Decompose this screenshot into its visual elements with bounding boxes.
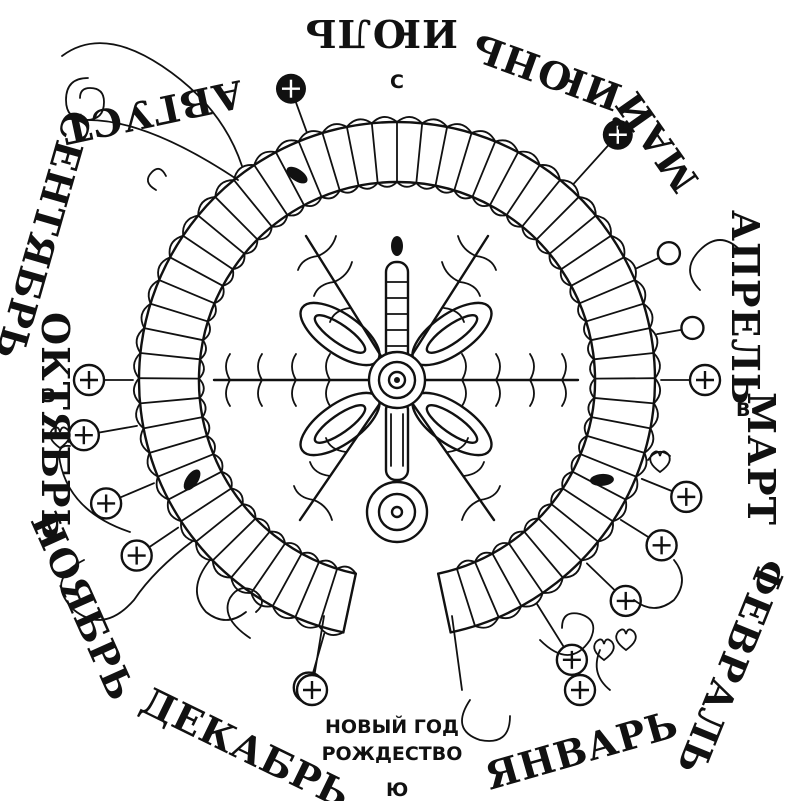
ring-segment bbox=[158, 454, 214, 476]
ring-segment bbox=[454, 133, 471, 190]
ring-segment bbox=[299, 141, 322, 196]
holiday-cross bbox=[690, 365, 720, 395]
ring-segment bbox=[215, 197, 257, 240]
holiday-cross bbox=[565, 675, 595, 705]
holiday-cross bbox=[91, 488, 121, 518]
new-year-label: НОВЫЙ ГОД bbox=[325, 715, 459, 738]
ring-segment bbox=[273, 554, 302, 607]
holiday-cross-filled bbox=[276, 74, 306, 104]
ring-segment bbox=[537, 197, 579, 240]
ring-segment bbox=[183, 236, 233, 270]
ring-segment bbox=[372, 123, 378, 183]
ring-segment bbox=[509, 543, 543, 593]
ring-segment bbox=[416, 123, 422, 183]
ring-segment bbox=[181, 488, 231, 521]
holiday-circle bbox=[681, 317, 703, 339]
ring-segment bbox=[591, 328, 650, 340]
holiday-cross bbox=[671, 482, 701, 512]
tendril-ornament bbox=[148, 169, 166, 190]
ring-segment bbox=[581, 454, 637, 476]
ring-segment bbox=[198, 216, 244, 254]
tendril-ornament bbox=[462, 700, 510, 741]
ring-segment bbox=[196, 504, 243, 542]
ring-segment bbox=[231, 532, 270, 578]
holiday-cross bbox=[647, 530, 677, 560]
ring-segment bbox=[563, 488, 613, 521]
direction-north: С bbox=[390, 71, 404, 93]
ring-segment bbox=[140, 398, 200, 403]
ring-segment bbox=[507, 165, 540, 215]
ring-segment bbox=[254, 165, 287, 215]
ring-segment bbox=[144, 328, 203, 340]
ring-segment bbox=[571, 257, 624, 286]
month-june: ИЮНЬ bbox=[465, 24, 627, 120]
ring-segment bbox=[580, 280, 635, 303]
holiday-circle bbox=[658, 242, 680, 264]
ring-segment bbox=[587, 436, 645, 453]
ring-segment bbox=[594, 398, 654, 403]
ring-segment bbox=[550, 216, 596, 254]
ring-segment bbox=[538, 519, 581, 561]
ring-segment bbox=[322, 133, 339, 190]
direction-east: В bbox=[736, 399, 750, 421]
ring-segment bbox=[492, 554, 521, 607]
ring-segment bbox=[591, 417, 650, 428]
ring-end-cap bbox=[343, 574, 355, 633]
holiday-cross bbox=[297, 675, 327, 705]
ring-segment bbox=[149, 436, 207, 453]
ring-segment bbox=[522, 180, 560, 226]
ring-leaf bbox=[590, 473, 615, 487]
ring-segment bbox=[594, 353, 654, 359]
month-april: АПРЕЛЬ bbox=[723, 210, 768, 405]
ring-segment bbox=[295, 562, 319, 617]
ring-segment bbox=[213, 519, 256, 561]
ring-segment bbox=[144, 417, 203, 428]
month-february: ФЕВРАЛЬ bbox=[668, 553, 788, 782]
ring-segment bbox=[347, 127, 359, 186]
ring-segment bbox=[490, 152, 518, 205]
ring-segment bbox=[319, 569, 337, 626]
holiday-cross bbox=[122, 541, 152, 571]
center-ornament bbox=[214, 236, 578, 542]
direction-south: Ю bbox=[386, 779, 408, 801]
ring-segment bbox=[586, 304, 643, 322]
ring-segment bbox=[140, 353, 200, 359]
ring-segment bbox=[561, 236, 611, 270]
marker-stem bbox=[452, 616, 462, 690]
ring-segment bbox=[524, 532, 563, 578]
ring-leaf bbox=[180, 467, 203, 494]
ring-segment bbox=[475, 562, 499, 617]
month-october: ОКТЯБРЬ bbox=[33, 312, 78, 541]
direction-west: З bbox=[42, 385, 56, 407]
ring-segment bbox=[170, 257, 223, 286]
ring-segment bbox=[151, 304, 208, 322]
ring-end-cap bbox=[438, 574, 450, 633]
ring-segment bbox=[234, 180, 272, 226]
ring-segment bbox=[251, 543, 285, 593]
ring-segment bbox=[159, 280, 214, 303]
heart-ornament bbox=[616, 629, 636, 650]
ring-segment bbox=[551, 504, 598, 542]
christmas-label: РОЖДЕСТВО bbox=[322, 743, 463, 765]
ring-segment bbox=[457, 569, 475, 626]
ring-segment bbox=[435, 127, 447, 186]
ring-segment bbox=[472, 141, 495, 196]
month-july: ИЮЛЬ bbox=[304, 11, 458, 56]
